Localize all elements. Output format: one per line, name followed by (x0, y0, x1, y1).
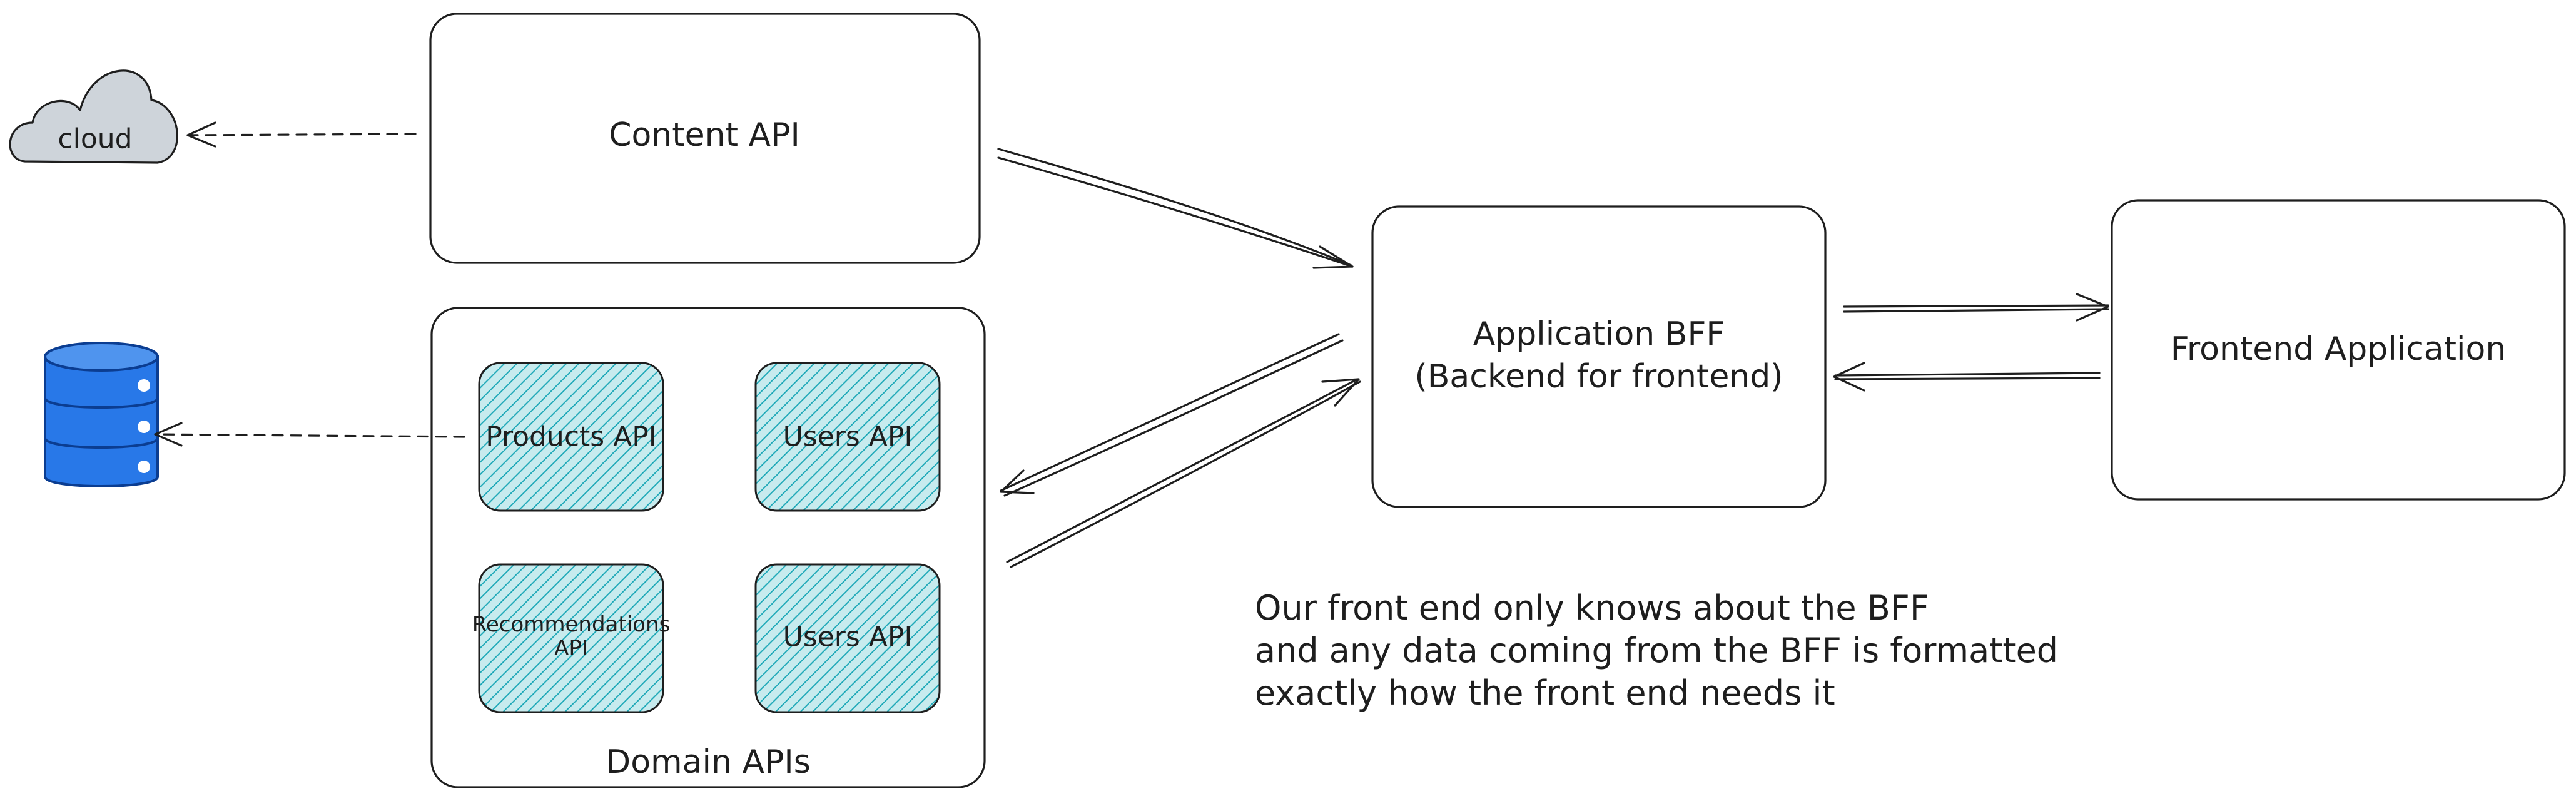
bff-node[interactable]: Application BFF (Backend for frontend) (1371, 205, 1827, 508)
content-api-node[interactable]: Content API (429, 13, 981, 264)
cloud-icon (9, 69, 178, 164)
recommendations-api-node[interactable]: Recommendations API (472, 563, 670, 713)
edge-products-to-database (154, 422, 465, 447)
edge-bff-to-frontend (1843, 293, 2109, 322)
users-api-top-node[interactable]: Users API (754, 362, 941, 512)
cloud-label: cloud (58, 123, 132, 155)
edge-content-to-bff (997, 148, 1354, 269)
note-line2: and any data coming from the BFF is form… (1255, 631, 2058, 670)
products-api-label: Products API (485, 421, 657, 453)
recommendations-api-label-line2: API (554, 636, 588, 661)
cloud-node[interactable]: cloud (9, 69, 178, 164)
users-api-bottom-label: Users API (783, 621, 913, 653)
recommendations-api-box (478, 563, 664, 713)
content-api-label: Content API (609, 116, 800, 154)
note-line1: Our front end only knows about the BFF (1255, 588, 1929, 628)
note: Our front end only knows about the BFF a… (1255, 588, 2058, 713)
edge-frontend-to-bff (1833, 362, 2101, 392)
recommendations-api-label-line1: Recommendations (472, 612, 670, 637)
edge-content-to-cloud (186, 121, 417, 148)
edge-domain-to-bff (1006, 378, 1361, 568)
users-api-top-label: Users API (783, 421, 913, 453)
frontend-node[interactable]: Frontend Application (2111, 199, 2566, 501)
bff-box (1371, 205, 1827, 508)
note-line3: exactly how the front end needs it (1255, 673, 1835, 713)
database-node[interactable] (44, 342, 159, 487)
users-api-bottom-box (754, 563, 941, 713)
users-api-top-box (754, 362, 941, 512)
database-icon (44, 342, 159, 487)
edge-bff-to-domain (1000, 333, 1344, 497)
bff-label-line2: (Backend for frontend) (1414, 358, 1783, 395)
domain-apis-label: Domain APIs (606, 743, 811, 781)
products-api-node[interactable]: Products API (478, 362, 664, 512)
users-api-bottom-node[interactable]: Users API (754, 563, 941, 713)
products-api-box (478, 362, 664, 512)
frontend-box (2111, 199, 2566, 501)
bff-label-line1: Application BFF (1473, 315, 1725, 353)
content-api-box (429, 13, 981, 264)
frontend-label: Frontend Application (2171, 330, 2507, 368)
